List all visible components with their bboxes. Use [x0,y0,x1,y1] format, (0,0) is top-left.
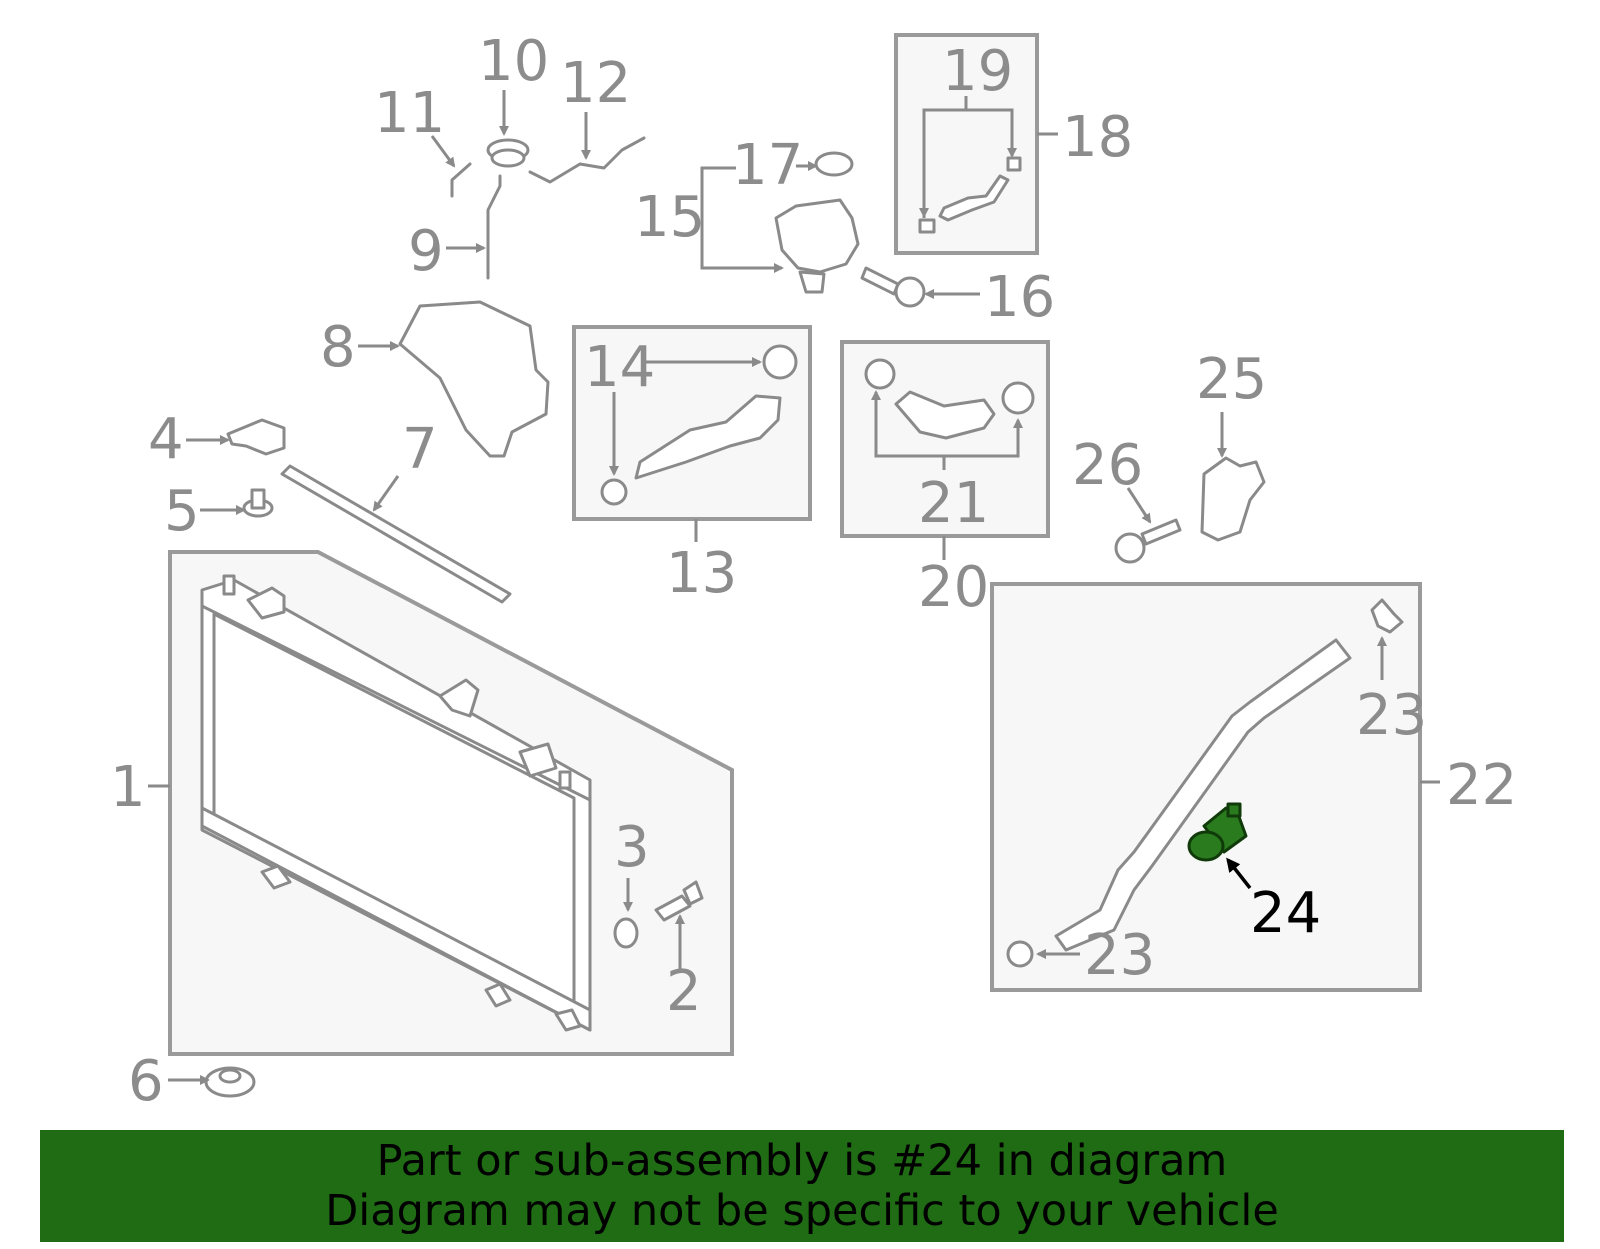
callout-2: 2 [666,959,702,1024]
callout-5: 5 [164,479,200,544]
hose-clamp-part [1001,381,1035,415]
bracket-part [226,418,286,456]
bolt-part [860,266,926,308]
leader-line [430,135,456,168]
gasket-part [814,151,854,177]
callout-19: 19 [942,39,1013,104]
callout-25: 25 [1196,347,1267,412]
banner-line-part-number: Part or sub-assembly is #24 in diagram [376,1136,1228,1186]
callout-10: 10 [478,29,549,94]
leader-line [871,390,946,470]
leader-line [1126,487,1152,524]
callout-6: 6 [128,1049,164,1114]
bypass-hose-part [938,174,1010,222]
clamp-part [1006,156,1022,172]
banner-line-disclaimer: Diagram may not be specific to your vehi… [325,1186,1279,1236]
reservoir-tank-part [398,300,550,458]
drain-plug-part [654,880,704,922]
pipe-clamp-part [1370,598,1404,634]
callout-24-highlighted: 24 [1250,881,1321,946]
hose-clamp-part [600,478,628,506]
mount-insulator-part [204,1066,256,1098]
callout-23-top: 23 [1356,683,1427,748]
leader-line [700,166,784,273]
leader-line [944,418,1023,458]
pipe-clamp-part [1006,940,1034,968]
callout-21: 21 [918,471,989,536]
o-ring-part [613,917,639,949]
hose-clamp-part [864,358,896,390]
leader-line [372,475,400,512]
upper-hose-part [634,394,782,480]
callout-8: 8 [320,315,356,380]
radiator-part [200,574,592,1032]
highlight-leader-line [1226,857,1252,890]
callout-14: 14 [584,335,655,400]
small-hose-part [450,162,472,198]
callout-1: 1 [110,755,146,820]
callout-18: 18 [1062,105,1133,170]
callout-17: 17 [732,133,803,198]
hose-part [528,136,646,184]
callout-16: 16 [984,265,1055,330]
callout-12: 12 [560,51,631,116]
seal-strip-part [280,464,512,604]
clamp-part [918,218,936,234]
overflow-hose-part [486,174,502,280]
callout-11: 11 [374,81,445,146]
callout-22: 22 [1446,753,1517,818]
pipe-bracket-part [1200,456,1266,542]
callout-7: 7 [402,417,438,482]
callout-20: 20 [918,555,989,620]
callout-13: 13 [666,541,737,606]
callout-3: 3 [614,815,650,880]
hose-clamp-part [762,344,798,380]
callout-9: 9 [408,219,444,284]
callout-23-bottom: 23 [1084,923,1155,988]
water-pipe-part [1054,638,1352,952]
grommet-part [242,488,274,518]
reservoir-cap-part [486,138,530,168]
callout-4: 4 [148,407,184,472]
highlighted-part-24 [1187,802,1248,862]
callout-26: 26 [1072,433,1143,498]
lower-hose-part [894,390,996,440]
part-info-banner: Part or sub-assembly is #24 in diagram D… [40,1130,1564,1242]
bolt-part [1114,518,1182,564]
callout-15: 15 [634,185,705,250]
thermostat-housing-part [774,198,860,274]
